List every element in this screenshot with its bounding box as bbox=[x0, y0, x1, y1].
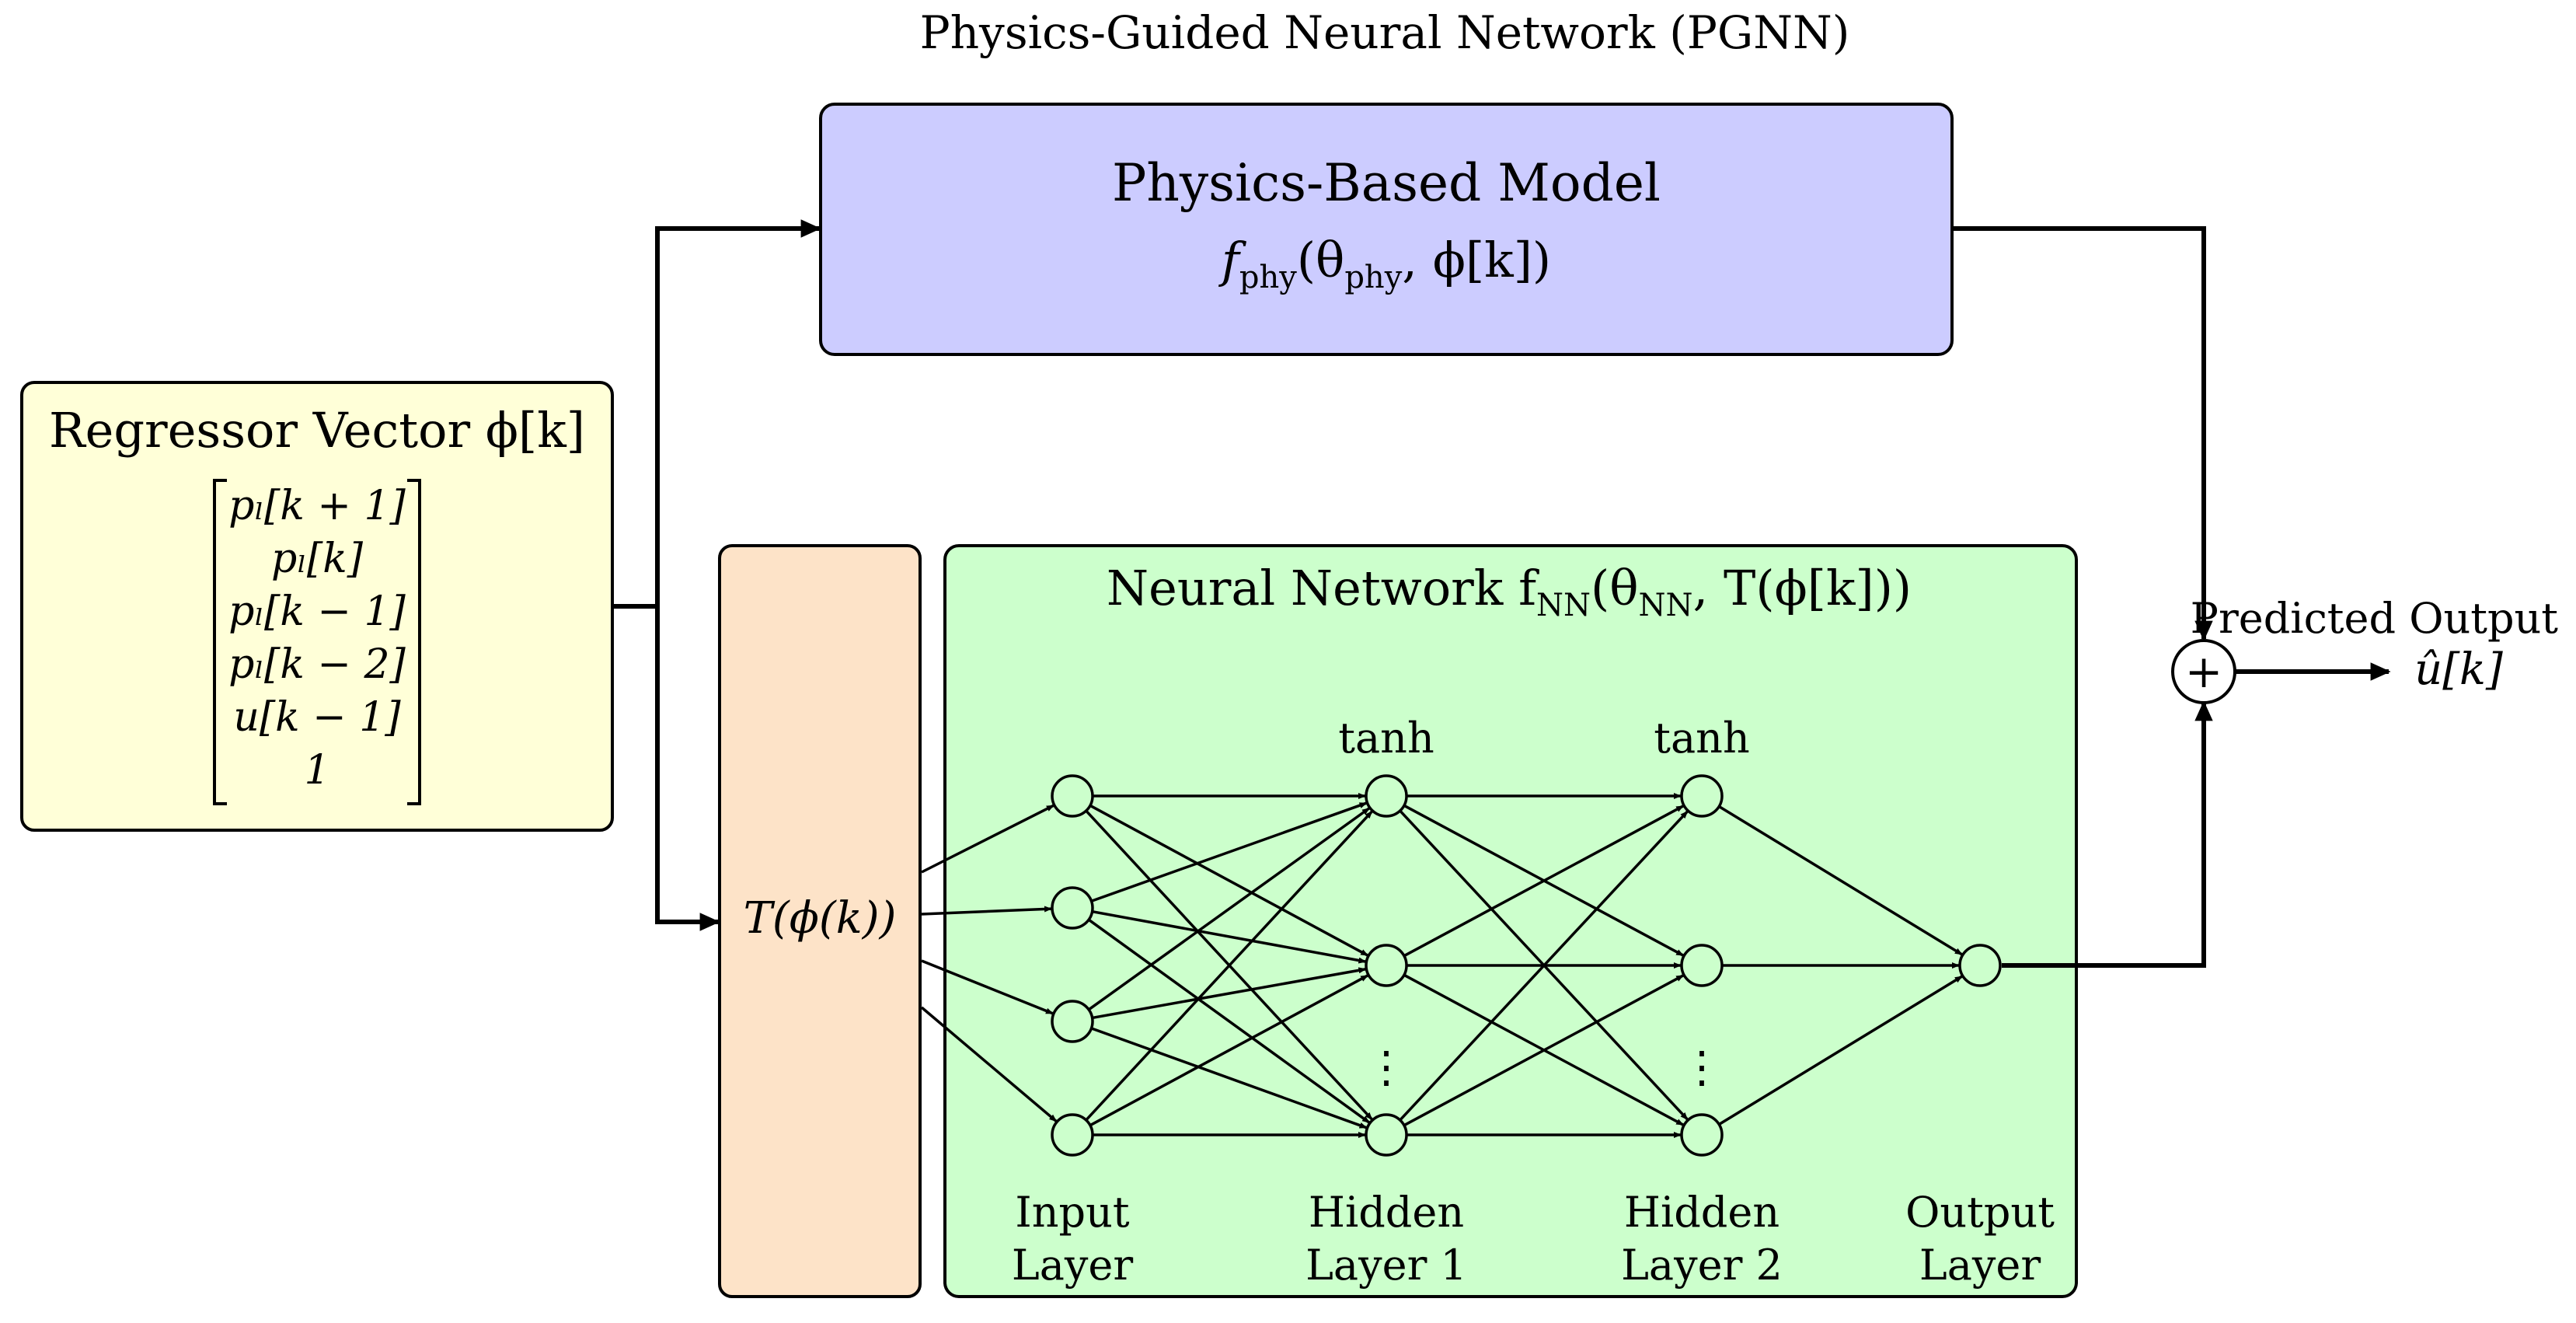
activation-label-hidden-2: tanh bbox=[1654, 714, 1749, 763]
regressor-title: Regressor Vector ϕ[k] bbox=[49, 402, 585, 459]
ellipsis-hidden-1: ⋮ bbox=[1365, 1042, 1408, 1093]
nn-title: Neural Network fNN(θNN, T(ϕ[k])) bbox=[1107, 560, 1912, 623]
input-to-hidden1-edge bbox=[1089, 804, 1369, 957]
physics-formula: fphy(θphy, ϕ[k]) bbox=[1218, 232, 1551, 295]
hidden2-neuron bbox=[1680, 1113, 1724, 1157]
regressor-row: pₗ[k] bbox=[271, 536, 364, 582]
input-to-hidden1-edge bbox=[1092, 909, 1367, 964]
summation-node: + bbox=[2171, 639, 2236, 704]
sum-symbol: + bbox=[2185, 645, 2223, 698]
layer-label-line2: Layer 1 bbox=[1305, 1241, 1467, 1290]
input-to-hidden1-edge bbox=[1092, 967, 1367, 1020]
regressor-row: pₗ[k + 1] bbox=[228, 483, 406, 529]
input-to-hidden1-edge bbox=[1088, 807, 1371, 1011]
hidden1-to-hidden2-edge bbox=[1403, 805, 1685, 958]
layer-label-line1: Hidden bbox=[1624, 1188, 1779, 1237]
split-to-transform-arrow bbox=[655, 606, 720, 931]
physics-to-sum-arrow bbox=[1952, 226, 2213, 641]
input-to-hidden1-edge bbox=[1088, 918, 1371, 1124]
layer-label-line2: Layer bbox=[1012, 1241, 1134, 1290]
input-neuron bbox=[1051, 886, 1094, 930]
diagram-title: Physics-Guided Neural Network (PGNN) bbox=[920, 6, 1850, 59]
layer-label-line1: Hidden bbox=[1309, 1188, 1464, 1237]
regressor-vector-block: Regressor Vector ϕ[k] pₗ[k + 1]pₗ[k]pₗ[k… bbox=[20, 381, 614, 832]
hidden2-to-output-edge bbox=[1718, 805, 1963, 956]
neural-network-block: Neural Network fNN(θNN, T(ϕ[k])) tanh ta… bbox=[920, 544, 2078, 1298]
hidden1-neuron bbox=[1365, 944, 1408, 987]
right-bracket bbox=[407, 479, 421, 805]
output-neuron bbox=[1958, 944, 2002, 987]
predicted-output-symbol: û[k] bbox=[2414, 644, 2503, 695]
nn-nodes bbox=[1051, 774, 2002, 1157]
input-neuron bbox=[1051, 1000, 1094, 1043]
input-neuron bbox=[1051, 774, 1094, 818]
transform-label: T(ϕ(k)) bbox=[744, 893, 897, 944]
connectors bbox=[612, 219, 2391, 968]
transform-block: T(ϕ(k)) bbox=[718, 544, 922, 1298]
transform-to-input-edge bbox=[920, 1006, 1058, 1122]
predicted-output-label: Predicted Output bbox=[2191, 594, 2559, 643]
input-to-hidden1-edge bbox=[1090, 801, 1368, 902]
hidden1-to-hidden2-edge bbox=[1403, 974, 1685, 1127]
layer-label-line2: Layer bbox=[1919, 1241, 2041, 1290]
input-to-hidden1-edge bbox=[1085, 810, 1373, 1122]
input-to-hidden1-edge bbox=[1090, 1027, 1368, 1129]
input-to-hidden1-edge bbox=[1089, 974, 1369, 1127]
regressor-rows: pₗ[k + 1] pₗ[k] pₗ[k − 1] pₗ[k − 2] u[k − 1]… bbox=[228, 483, 406, 794]
nn-edges bbox=[920, 793, 1963, 1138]
hidden2-neuron bbox=[1680, 774, 1724, 818]
regressor-row: 1 bbox=[304, 747, 329, 794]
activation-label-hidden-1: tanh bbox=[1338, 714, 1434, 763]
regressor-row: u[k − 1] bbox=[233, 694, 401, 741]
regressor-row: pₗ[k − 1] bbox=[228, 588, 406, 635]
nn-box bbox=[943, 544, 2078, 1298]
physics-box bbox=[819, 103, 1954, 356]
hidden2-neuron bbox=[1680, 944, 1724, 987]
transform-to-input-edge bbox=[921, 959, 1054, 1015]
hidden2-to-output-edge bbox=[1718, 975, 1963, 1126]
input-neuron bbox=[1051, 1113, 1094, 1157]
sum-circle bbox=[2171, 639, 2236, 704]
ellipsis-hidden-2: ⋮ bbox=[1680, 1042, 1724, 1093]
layer-label-line1: Input bbox=[1015, 1188, 1129, 1237]
hidden1-to-hidden2-edge bbox=[1399, 810, 1689, 1122]
regressor-row: pₗ[k − 2] bbox=[228, 641, 406, 688]
transform-to-input-edge bbox=[921, 804, 1054, 874]
transform-to-input-edge bbox=[921, 906, 1053, 916]
physics-model-block: Physics-Based Model fphy(θphy, ϕ[k]) bbox=[819, 103, 1954, 356]
left-bracket bbox=[213, 479, 227, 805]
layer-label-line2: Layer 2 bbox=[1621, 1241, 1783, 1290]
layer-label-line1: Output bbox=[1905, 1188, 2055, 1237]
split-to-physics-arrow bbox=[655, 219, 821, 606]
physics-title: Physics-Based Model bbox=[1112, 153, 1661, 213]
nn-output-to-sum-arrow bbox=[2002, 700, 2213, 968]
hidden1-neuron bbox=[1365, 1113, 1408, 1157]
hidden1-neuron bbox=[1365, 774, 1408, 818]
